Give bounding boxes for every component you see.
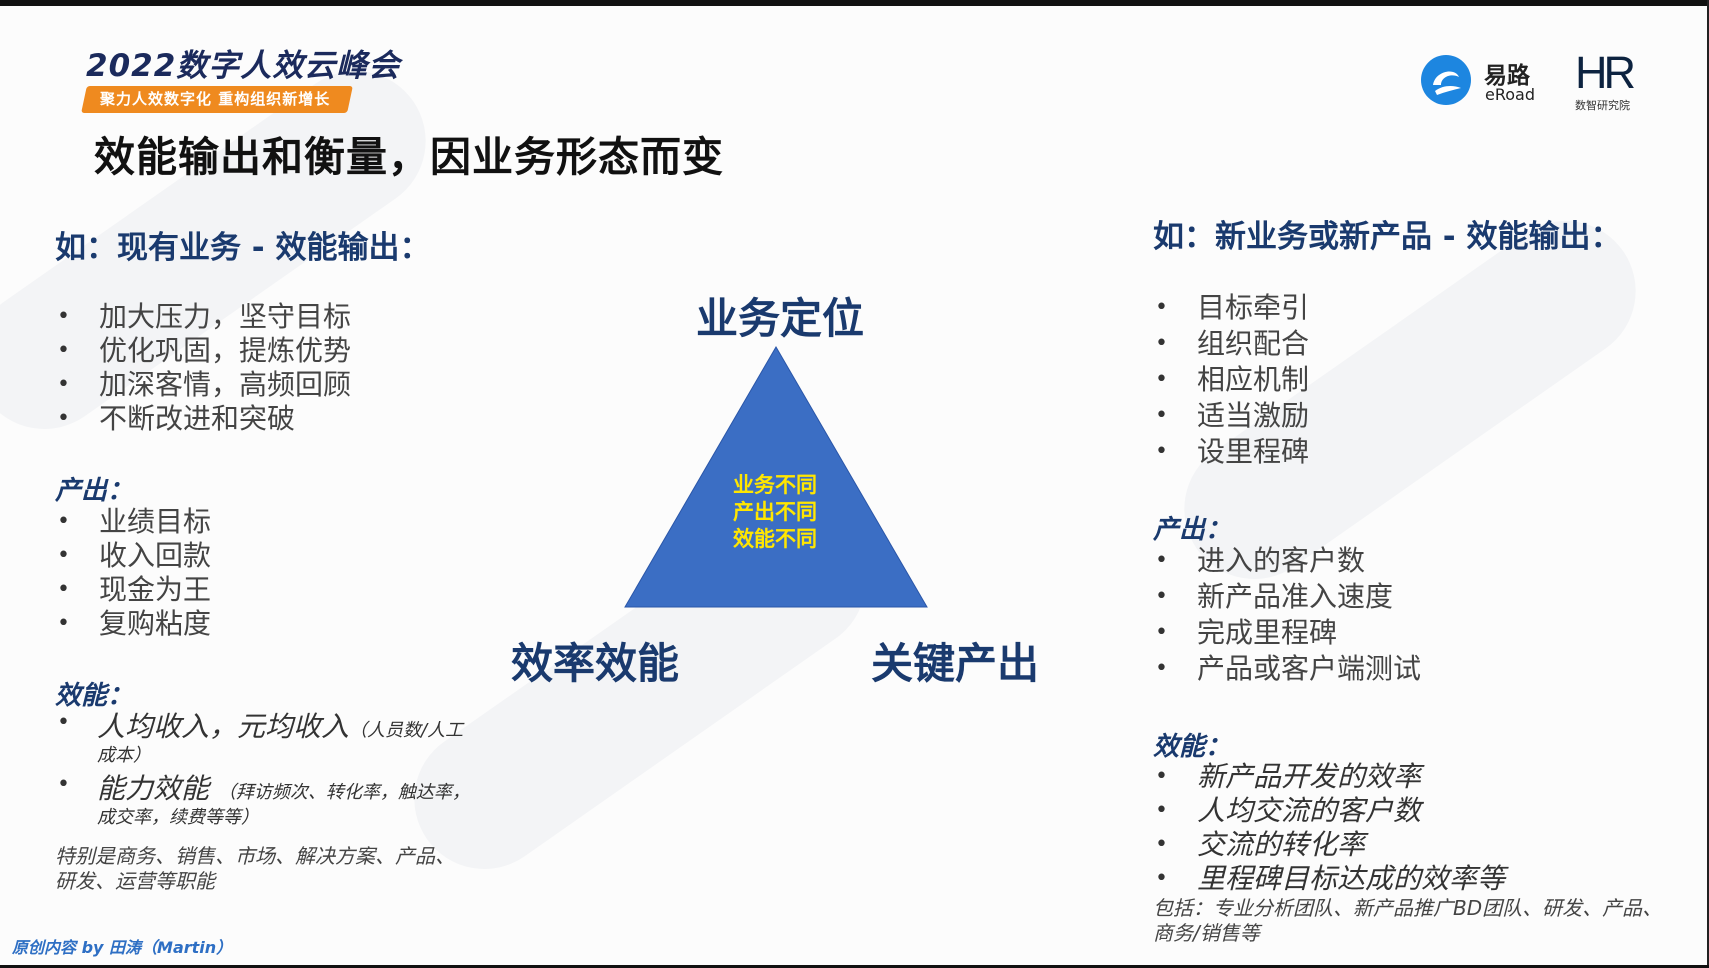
center-line: 产出不同 — [733, 500, 817, 524]
list-item: 进入的客户数 — [1153, 543, 1421, 579]
perf-main-text: 人均收入，元均收入 — [97, 710, 350, 743]
left-output-label: 产出： — [55, 476, 134, 506]
left-actions-list: 加大压力，坚守目标 优化巩固，提炼优势 加深客情，高频回顾 不断改进和突破 — [55, 300, 351, 436]
hr-logo-subtitle: 数智研究院 — [1575, 99, 1630, 112]
right-outputs-list: 进入的客户数 新产品准入速度 完成里程碑 产品或客户端测试 — [1153, 543, 1421, 687]
right-actions-list: 目标牵引 组织配合 相应机制 适当激励 设里程碑 — [1153, 290, 1309, 470]
diagram-center-text: 业务不同 产出不同 效能不同 — [500, 472, 1050, 553]
eroad-brand-en: eRoad — [1485, 85, 1535, 104]
center-line: 业务不同 — [733, 473, 817, 497]
right-teams-note: 包括：专业分析团队、新产品推广BD团队、研发、产品、商务/销售等 — [1153, 896, 1663, 945]
list-item: 设里程碑 — [1153, 434, 1309, 470]
perf-note-text: （人员数/人工成本） — [97, 720, 464, 766]
triangle-diagram: 业务定位 效率效能 关键产出 业务不同 产出不同 效能不同 — [500, 285, 1060, 688]
list-item: 新产品开发的效率 — [1153, 760, 1505, 794]
right-column-heading: 如：新业务或新产品 - 效能输出： — [1153, 219, 1622, 255]
left-perf-list: 人均收入，元均收入（人员数/人工成本） 能力效能 （拜访频次、转化率，触达率，成… — [55, 710, 475, 834]
page-title: 效能输出和衡量，因业务形态而变 — [94, 133, 724, 181]
diagram-top-label: 业务定位 — [695, 294, 864, 343]
diagram-right-label: 关键产出 — [871, 639, 1040, 688]
right-perf-list: 新产品开发的效率 人均交流的客户数 交流的转化率 里程碑目标达成的效率等 — [1153, 760, 1505, 896]
triangle-shape — [624, 346, 928, 608]
list-item: 适当激励 — [1153, 398, 1309, 434]
list-item: 人均收入，元均收入（人员数/人工成本） — [55, 710, 475, 768]
list-item: 新产品准入速度 — [1153, 579, 1421, 615]
triangle-svg — [624, 346, 928, 608]
event-tagline-band: 聚力人效数字化 重构组织新增长 — [81, 86, 353, 113]
frame-right-edge — [1707, 0, 1709, 968]
list-item: 产品或客户端测试 — [1153, 651, 1421, 687]
eroad-brand-cn: 易路 — [1484, 63, 1530, 89]
list-item: 加深客情，高频回顾 — [55, 368, 351, 402]
diagram-left-label: 效率效能 — [511, 639, 680, 688]
right-perf-label: 效能： — [1153, 732, 1232, 762]
event-logo-title: 2022数字人效云峰会 — [86, 48, 401, 84]
perf-main-text: 能力效能 — [97, 772, 218, 805]
event-tagline: 聚力人效数字化 重构组织新增长 — [100, 90, 331, 108]
list-item: 里程碑目标达成的效率等 — [1153, 862, 1505, 896]
list-item: 人均交流的客户数 — [1153, 794, 1505, 828]
frame-top-edge — [0, 0, 1709, 6]
list-item: 优化巩固，提炼优势 — [55, 334, 351, 368]
list-item: 不断改进和突破 — [55, 402, 351, 436]
left-column-heading: 如：现有业务 - 效能输出： — [55, 230, 431, 266]
perf-note-text: （拜访频次、转化率，触达率，成交率，续费等等） — [97, 782, 470, 828]
list-item: 现金为王 — [55, 573, 211, 607]
frame-bottom-edge — [0, 965, 1709, 968]
list-item: 相应机制 — [1153, 362, 1309, 398]
list-item: 完成里程碑 — [1153, 615, 1421, 651]
right-output-label: 产出： — [1153, 515, 1232, 545]
list-item: 业绩目标 — [55, 505, 211, 539]
list-item: 加大压力，坚守目标 — [55, 300, 351, 334]
left-functions-note: 特别是商务、销售、市场、解决方案、产品、研发、运营等职能 — [55, 844, 455, 893]
left-outputs-list: 业绩目标 收入回款 现金为王 复购粘度 — [55, 505, 211, 641]
left-perf-label: 效能： — [55, 681, 134, 711]
list-item: 能力效能 （拜访频次、转化率，触达率，成交率，续费等等） — [55, 772, 475, 830]
list-item: 目标牵引 — [1153, 290, 1309, 326]
list-item: 组织配合 — [1153, 326, 1309, 362]
eroad-logo-icon — [1421, 55, 1471, 105]
list-item: 收入回款 — [55, 539, 211, 573]
hr-logo-mark: HR — [1575, 47, 1636, 98]
center-line: 效能不同 — [733, 527, 817, 551]
author-credit: 原创内容 by 田涛（Martin） — [12, 938, 233, 957]
list-item: 复购粘度 — [55, 607, 211, 641]
list-item: 交流的转化率 — [1153, 828, 1505, 862]
